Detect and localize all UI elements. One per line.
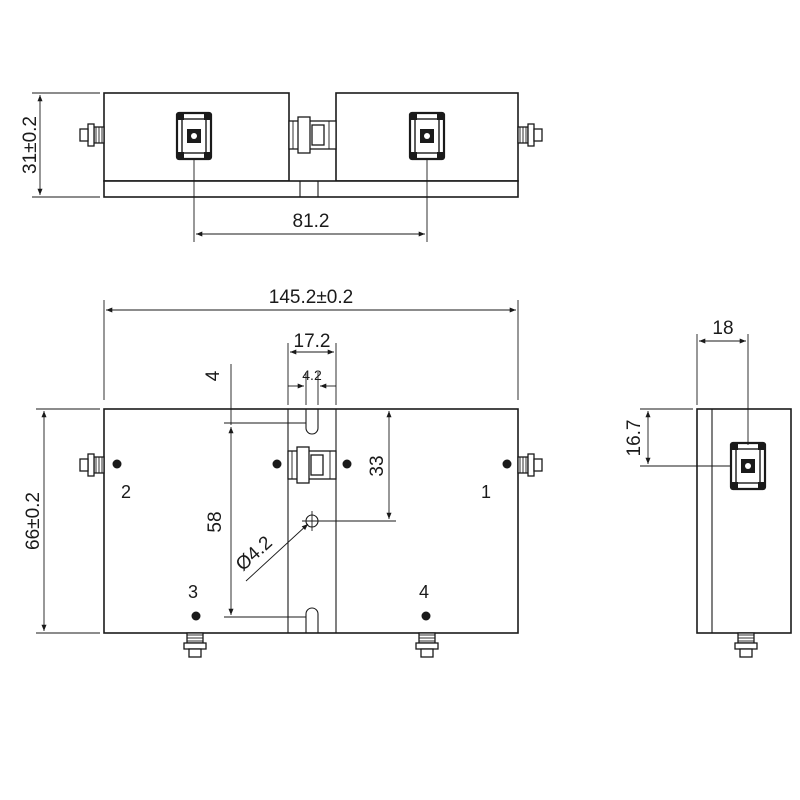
screw-dot-icon — [421, 611, 431, 621]
dim-slot-width: 4.2 — [302, 367, 322, 383]
port-3-sma-icon — [183, 632, 207, 658]
top-middle-connector-icon — [288, 116, 337, 154]
dim-gap-width: 17.2 — [294, 331, 331, 352]
top-view: 31±0.2 81.2 — [20, 92, 543, 242]
front-view: 2 1 3 4 145.2±0.2 17.2 4.2 4 58 — [23, 287, 543, 658]
dim-overall-length: 145.2±0.2 — [269, 287, 353, 308]
port-label-4: 4 — [419, 582, 429, 602]
side-bottom-sma-icon — [734, 632, 758, 658]
dim-overall-height: 66±0.2 — [23, 492, 44, 550]
port-2-sma-icon — [79, 453, 105, 477]
front-middle-connector-icon — [287, 446, 337, 484]
screw-dot-icon — [112, 459, 122, 469]
port-4-sma-icon — [415, 632, 439, 658]
dim-connector-spacing: 81.2 — [293, 211, 330, 232]
port-label-1: 1 — [481, 482, 491, 502]
dim-mount-spacing: 58 — [205, 511, 226, 532]
top-right-sma-icon — [517, 123, 543, 147]
side-flange-connector-icon — [729, 441, 767, 491]
dim-side-height: 16.7 — [624, 420, 645, 457]
top-base-plate — [103, 180, 519, 198]
dim-top-height: 31±0.2 — [20, 116, 41, 174]
top-left-sma-icon — [79, 123, 105, 147]
port-1-sma-icon — [517, 453, 543, 477]
top-right-flange-connector-icon — [408, 111, 446, 161]
dim-hole-offset: 33 — [367, 455, 388, 476]
dim-mount-label: 4 — [203, 370, 224, 381]
port-label-3: 3 — [188, 582, 198, 602]
port-label-2: 2 — [121, 482, 131, 502]
top-left-flange-connector-icon — [175, 111, 213, 161]
screw-dot-icon — [342, 459, 352, 469]
screw-dot-icon — [272, 459, 282, 469]
dim-side-width: 18 — [712, 318, 733, 339]
screw-dot-icon — [502, 459, 512, 469]
screw-dot-icon — [191, 611, 201, 621]
side-view: 18 16.7 — [624, 318, 792, 658]
